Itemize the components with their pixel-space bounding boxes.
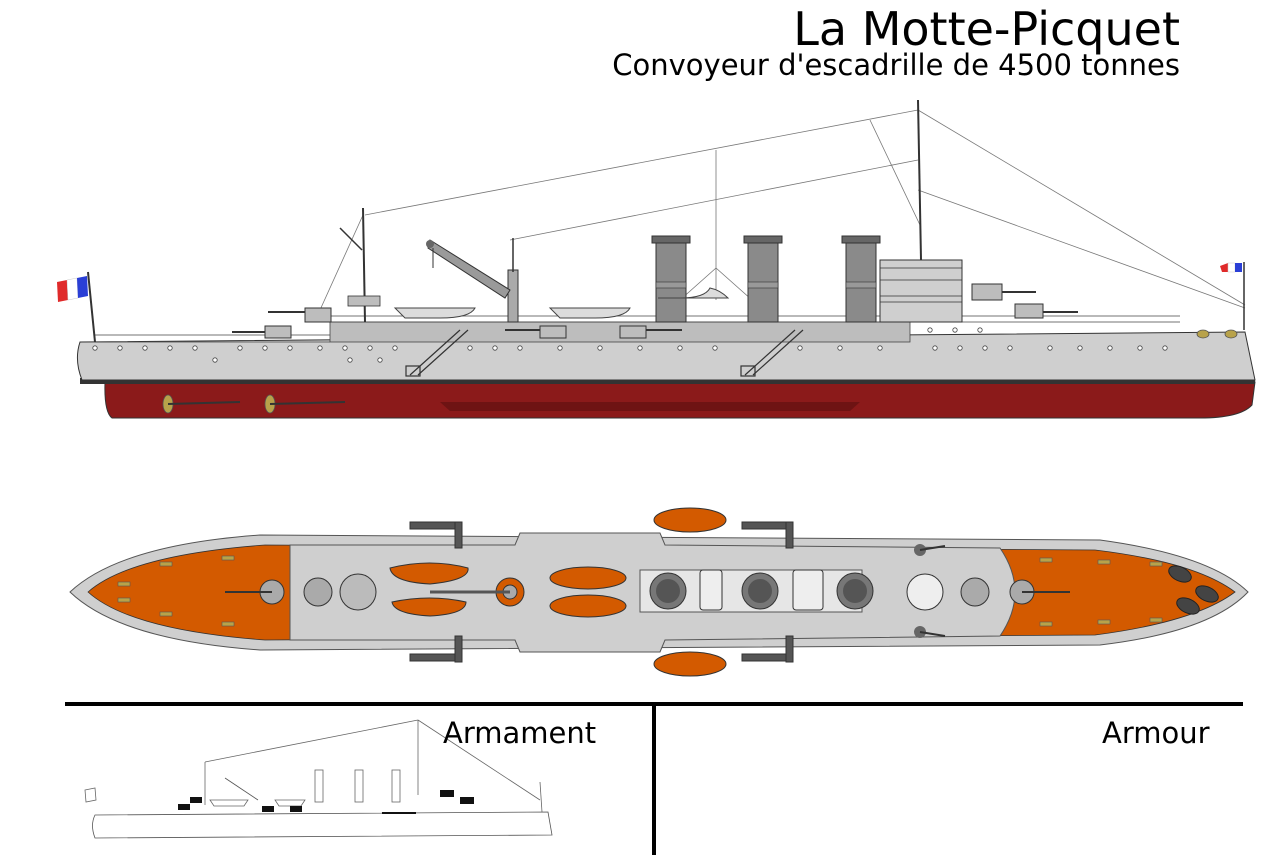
- funnel-1: [651, 235, 691, 323]
- crane: [426, 239, 519, 323]
- waterline: [80, 378, 1255, 384]
- armament-label: Armament: [443, 716, 597, 750]
- side-profile: [57, 99, 1256, 419]
- armour-label: Armour: [1102, 716, 1210, 750]
- gun-forward-1: [264, 325, 292, 339]
- gun-forward-2: [304, 307, 332, 323]
- rigging-lines: [319, 109, 1246, 311]
- fore-platform: [347, 295, 381, 307]
- portholes: [92, 327, 1168, 363]
- plan-anchors: [1168, 565, 1219, 615]
- gun-midships-1: [539, 325, 567, 339]
- panel-frame: [65, 702, 1243, 855]
- plan-davits: [409, 521, 794, 663]
- hull-side: [76, 331, 1256, 381]
- plan-turrets: [225, 544, 1070, 638]
- gun-aft-1: [971, 283, 1003, 301]
- aft-structure-railings: [880, 267, 962, 303]
- armament-guns: [178, 790, 474, 814]
- armament-profile: [84, 719, 553, 839]
- bilge-keel: [440, 402, 860, 411]
- stern-ensign-icon: [57, 276, 88, 302]
- funnels: [651, 235, 881, 323]
- lifeboats: [393, 287, 730, 319]
- hull-underwater: [104, 381, 1256, 419]
- stern-flagstaff: [87, 271, 96, 343]
- ship-title: La Motte-Picquet: [793, 2, 1180, 56]
- gun-midships-2: [619, 325, 647, 339]
- side-guns: [232, 283, 1078, 339]
- foremast-yard: [339, 227, 363, 251]
- propellers: [162, 394, 346, 414]
- plan-bollards: [117, 555, 1163, 627]
- plan-davit-boats: [389, 507, 727, 677]
- accommodation-ladders: [405, 329, 804, 377]
- anchors: [1196, 329, 1238, 339]
- funnel-3: [841, 235, 881, 323]
- ship-subtitle: Convoyeur d'escadrille de 4500 tonnes: [612, 48, 1180, 82]
- bow-jack-icon: [1220, 262, 1242, 273]
- aft-superstructure: [879, 259, 963, 323]
- funnel-2: [743, 235, 783, 323]
- plan-view: [69, 507, 1249, 677]
- plan-funnels: [639, 569, 874, 613]
- mainmast: [917, 99, 922, 261]
- gun-aft-2: [1014, 303, 1044, 319]
